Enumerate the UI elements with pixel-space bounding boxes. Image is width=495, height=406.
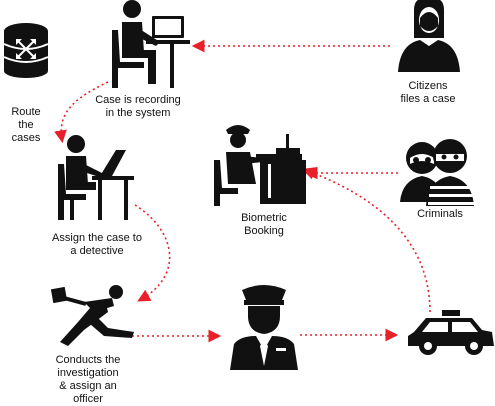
masked-criminals-icon bbox=[400, 139, 474, 206]
desk-worker-icon bbox=[112, 0, 190, 88]
arrow-recording-to-assign bbox=[54, 81, 109, 144]
database-network-icon bbox=[3, 23, 49, 78]
label-assign: Assign the case to a detective bbox=[52, 232, 142, 257]
detective-desk-icon bbox=[58, 135, 134, 220]
label-biometric: Biometric Booking bbox=[241, 212, 287, 237]
node-car bbox=[408, 308, 494, 356]
arrow-car-to-biometric bbox=[301, 167, 431, 313]
label-citizens: Citizens files a case bbox=[400, 80, 456, 105]
node-route bbox=[2, 22, 50, 78]
label-recording: Case is recording in the system bbox=[95, 94, 181, 119]
police-officer-icon bbox=[230, 285, 298, 370]
police-car-icon bbox=[408, 310, 494, 355]
officer-desk-icon bbox=[214, 125, 306, 206]
node-citizens bbox=[396, 0, 462, 72]
node-recording bbox=[108, 0, 190, 90]
node-officer bbox=[226, 282, 302, 370]
arrow-assign-to-investigation bbox=[134, 204, 171, 302]
node-criminals bbox=[400, 136, 474, 206]
label-route: Route the cases bbox=[11, 106, 41, 144]
node-biometric bbox=[212, 122, 308, 206]
label-criminals: Criminals bbox=[417, 208, 463, 220]
label-investigation: Conducts the investigation & assign an o… bbox=[55, 354, 121, 405]
running-officer-icon bbox=[50, 285, 134, 346]
node-investigation bbox=[50, 284, 136, 348]
woman-avatar-icon bbox=[398, 0, 460, 72]
node-assign bbox=[56, 134, 134, 220]
